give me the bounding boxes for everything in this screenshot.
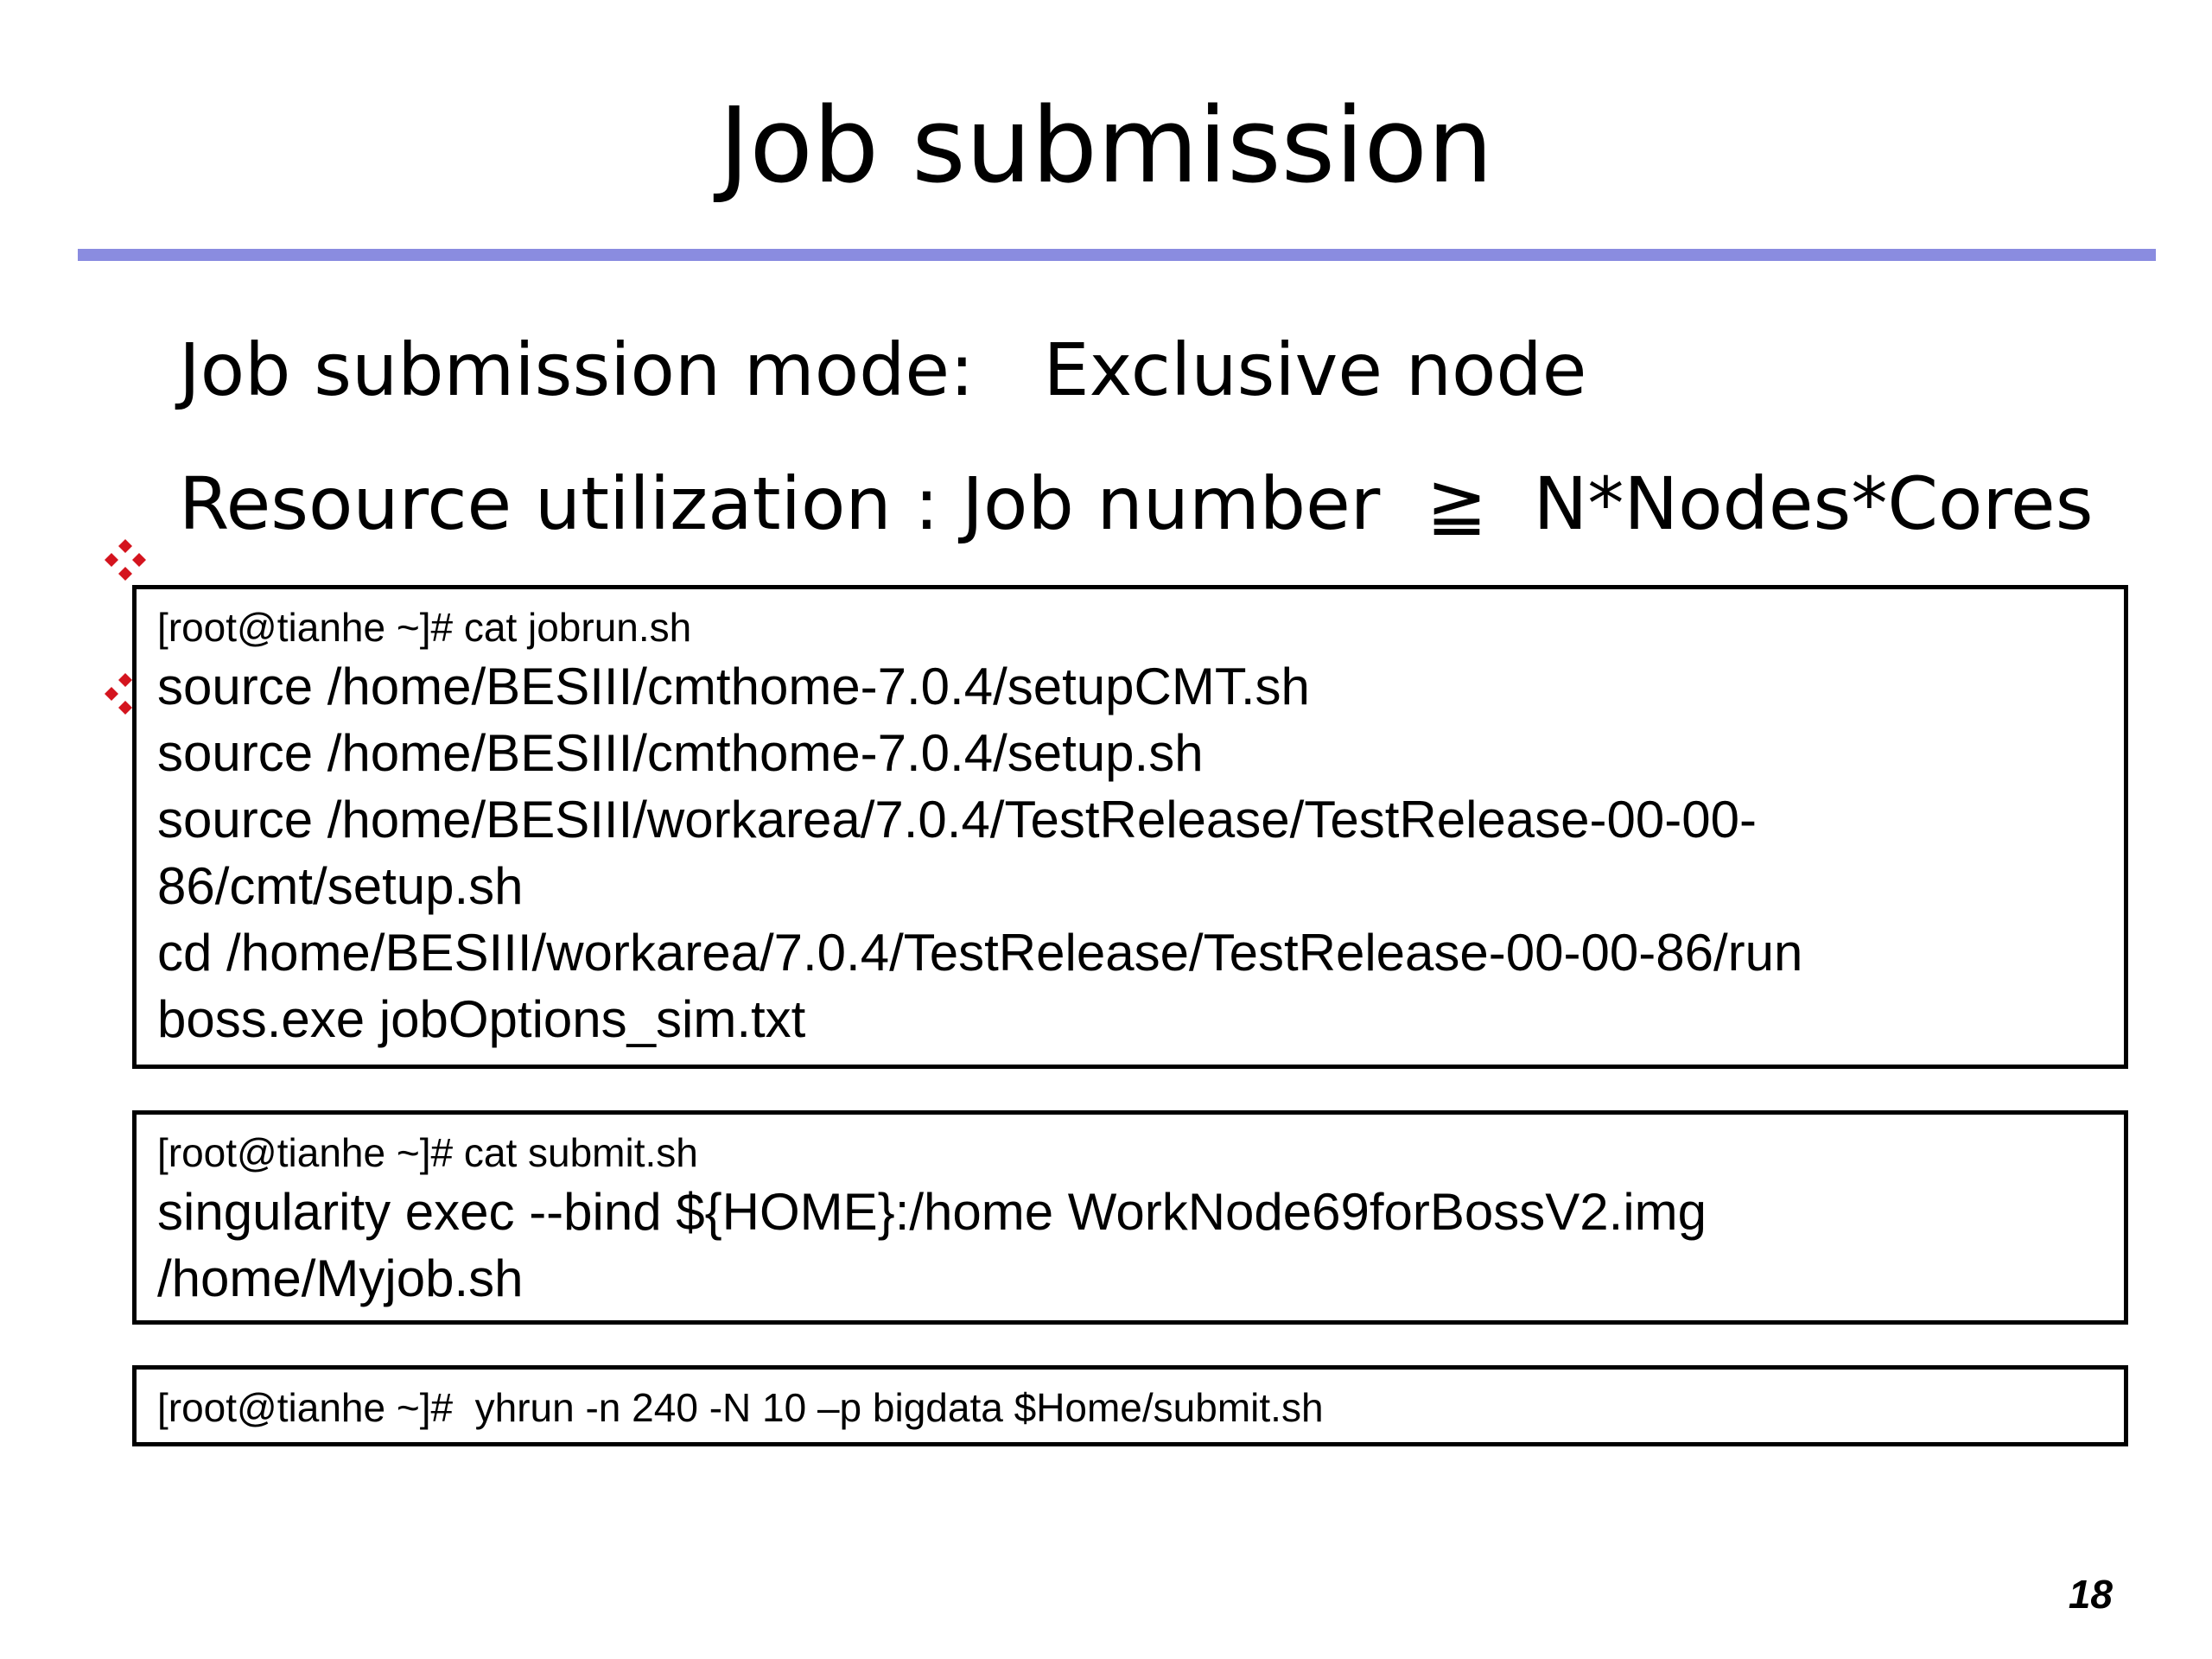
title-divider (78, 249, 2156, 261)
code-line: boss.exe jobOptions_sim.txt (157, 990, 806, 1048)
code-line: singularity exec --bind ${HOME}:/home Wo… (157, 1183, 1707, 1241)
diamond-bullet-icon (99, 478, 151, 715)
code-line: source /home/BESIII/cmthome-7.0.4/setupC… (157, 658, 1310, 715)
bullet-job-submission-mode: Job submission mode: Exclusive node (99, 322, 1587, 581)
code-line: /home/Myjob.sh (157, 1249, 524, 1307)
shell-prompt: [root@tianhe ~]# cat jobrun.sh (157, 605, 692, 650)
code-line: 86/cmt/setup.sh (157, 857, 524, 915)
slide-title: Job submission (719, 86, 1493, 207)
shell-prompt: [root@tianhe ~]# yhrun -n 240 -N 10 –p b… (157, 1385, 1324, 1430)
diamond-bullet-icon (99, 344, 151, 581)
code-line: cd /home/BESIII/workarea/7.0.4/TestRelea… (157, 924, 1803, 982)
page-number: 18 (2068, 1572, 2113, 1617)
code-line: source /home/BESIII/cmthome-7.0.4/setup.… (157, 724, 1204, 782)
code-box-submit: [root@tianhe ~]# cat submit.sh singulari… (132, 1110, 2128, 1325)
bullet-text: Resource utilization : Job number ≧ N*No… (179, 461, 2094, 546)
bullet-resource-utilization: Resource utilization : Job number ≧ N*No… (99, 456, 2094, 715)
code-line: source /home/BESIII/workarea/7.0.4/TestR… (157, 791, 1757, 849)
code-box-yhrun: [root@tianhe ~]# yhrun -n 240 -N 10 –p b… (132, 1365, 2128, 1446)
shell-prompt: [root@tianhe ~]# cat submit.sh (157, 1130, 698, 1175)
bullet-text: Job submission mode: Exclusive node (179, 327, 1587, 412)
code-box-jobrun: [root@tianhe ~]# cat jobrun.sh source /h… (132, 585, 2128, 1069)
